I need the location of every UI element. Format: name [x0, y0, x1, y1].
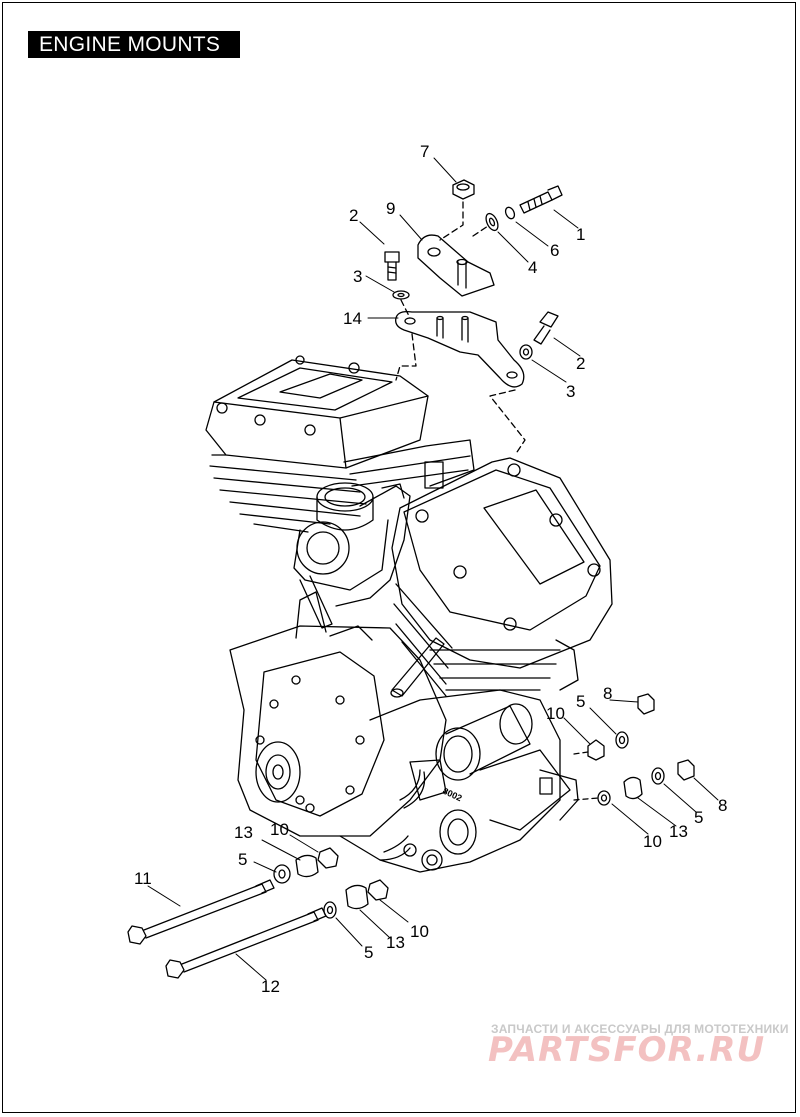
callout-8-lower: 8	[718, 796, 727, 815]
callout-5-upper-right: 5	[576, 692, 585, 711]
engine-stamp: 8002	[441, 786, 463, 804]
washer-5-upper-right	[615, 731, 629, 749]
callout-13-right: 13	[669, 822, 688, 841]
lower-mount-group	[127, 693, 695, 979]
spacer-13-right	[623, 776, 643, 800]
engine-assembly: 8002	[205, 355, 613, 873]
nut-10-upper-right	[587, 739, 605, 761]
washer-4	[485, 212, 499, 232]
lockwasher-6	[504, 206, 516, 220]
nut-10-lower-left	[367, 879, 389, 901]
washer-5-lower-right	[651, 767, 665, 785]
callout-10-lower-right: 10	[643, 832, 662, 851]
callout-12: 12	[261, 977, 280, 996]
callout-5-lower-right: 5	[694, 808, 703, 827]
callout-3-left: 3	[353, 267, 362, 286]
callout-5-lower-left: 5	[364, 943, 373, 962]
nut-10-lower-right	[597, 790, 611, 806]
top-stabilizer-link-group	[384, 179, 563, 456]
washer-5-upper-left	[273, 864, 291, 884]
callout-7: 7	[420, 142, 429, 161]
nut-8-lower	[677, 759, 695, 781]
nut-10-upper-left	[317, 847, 339, 869]
bolt-12	[165, 907, 327, 979]
callout-labels: 1 2 2 3 3 4 5 5 5 5 6 7 8 8 9 10 10 10 1…	[134, 142, 727, 996]
callout-2-right: 2	[576, 354, 585, 373]
washer-3-right	[519, 344, 533, 360]
watermark-subtitle: ЗАПЧАСТИ И АКСЕССУАРЫ ДЛЯ МОТОТЕХНИКИ	[491, 1022, 789, 1036]
callout-11: 11	[134, 869, 152, 888]
callout-1: 1	[576, 225, 585, 244]
bolt-1	[519, 185, 563, 214]
watermark-logo: PARTSFOR.RU	[488, 1030, 766, 1070]
stabilizer-link-14	[395, 310, 525, 388]
bolt-2-left	[384, 251, 400, 281]
washer-3-left	[392, 290, 410, 300]
callout-10-lower-left: 10	[410, 922, 429, 941]
callout-9: 9	[386, 199, 395, 218]
spacer-13-lower-left	[345, 884, 369, 910]
page-title: ENGINE MOUNTS	[28, 31, 240, 58]
bracket-9	[417, 234, 495, 297]
bolt-11	[127, 879, 275, 945]
spacer-13-upper-left	[295, 854, 319, 878]
callout-8-upper: 8	[603, 684, 612, 703]
callout-6: 6	[550, 241, 559, 260]
nut-7	[452, 179, 475, 200]
callout-5-upper-left: 5	[238, 850, 247, 869]
callout-14: 14	[343, 309, 362, 328]
bolt-2-right	[533, 311, 559, 345]
callout-10-upper-left: 10	[270, 820, 289, 839]
callout-13-upper-left: 13	[234, 823, 253, 842]
callout-2-upper: 2	[349, 206, 358, 225]
washer-5-lower-left	[323, 901, 337, 919]
nut-8-upper	[637, 693, 655, 715]
callout-3-right: 3	[566, 382, 575, 401]
leader-lines	[147, 157, 719, 981]
callout-13-lower-left: 13	[386, 933, 405, 952]
callout-4: 4	[528, 258, 537, 277]
callout-10-upper-right: 10	[546, 704, 565, 723]
